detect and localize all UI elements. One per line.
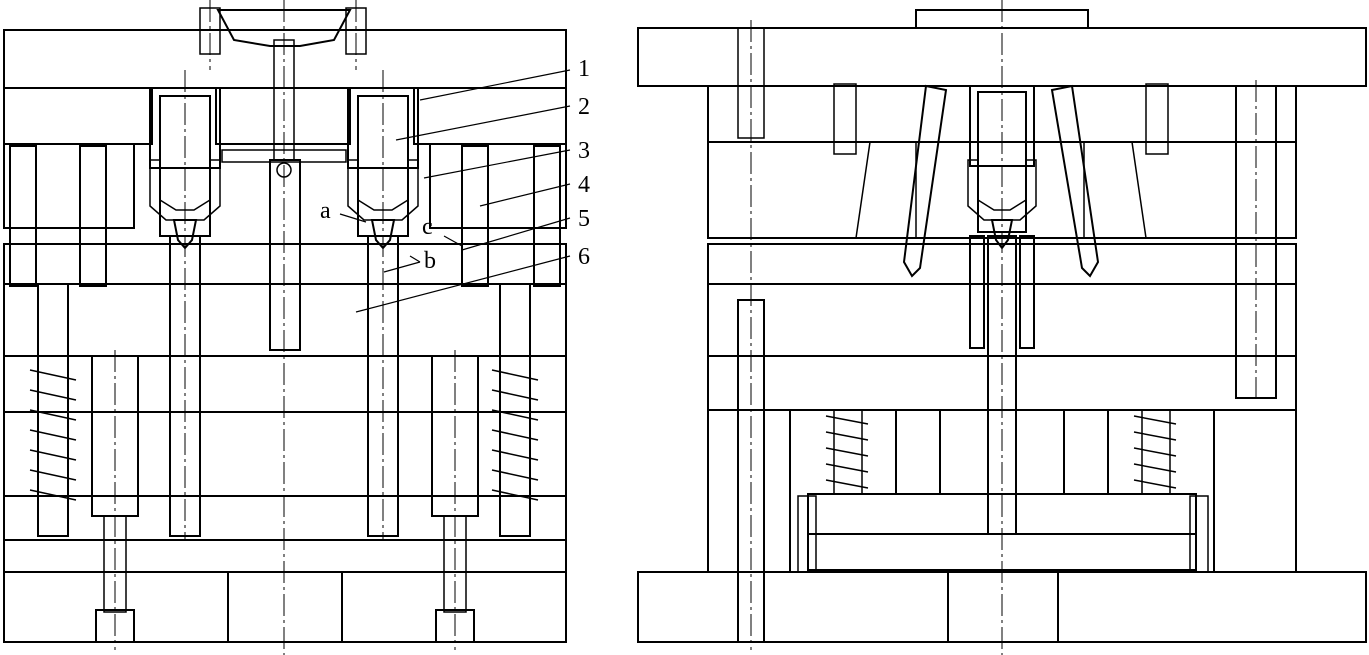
left-spring-2 (491, 369, 539, 501)
left-top-clamp-plate (3, 29, 567, 89)
left-guide-pin-2 (79, 145, 107, 287)
leader-b-2 (409, 255, 421, 263)
right-slide-gap-right (1083, 141, 1147, 239)
left-bottom-clamp-plate-right (341, 571, 567, 643)
left-frame-lower (3, 495, 567, 541)
left-cavity-plate-left (3, 87, 153, 145)
label-5: 5 (578, 206, 590, 232)
left-guide-pin-4 (533, 145, 561, 287)
leader-4 (479, 183, 571, 207)
right-spring-1 (825, 415, 869, 489)
left-bottom-opening (227, 571, 343, 643)
leader-2 (395, 105, 571, 141)
left-sprue-bushing-head (216, 9, 352, 47)
right-bottom-clamp-plate-left (637, 571, 949, 643)
left-molded-part-2 (347, 159, 419, 221)
label-3: 3 (578, 138, 590, 164)
label-4: 4 (578, 172, 590, 198)
right-bottom-clamp-plate-right (1057, 571, 1367, 643)
leader-6 (355, 255, 571, 313)
left-return-pin (269, 159, 301, 351)
left-molded-part-1 (149, 159, 221, 221)
left-guide-pin-3 (461, 145, 489, 287)
label-a: a (320, 198, 331, 224)
right-slide-gap-left (855, 141, 917, 239)
leader-1 (419, 69, 571, 101)
left-ejector-plate (3, 539, 567, 573)
right-bottom-screw-1 (797, 495, 817, 573)
right-bottom-opening (947, 571, 1059, 643)
left-support-plate (3, 283, 567, 357)
right-slide-block-plate (707, 141, 1297, 239)
right-angle-pin-left (902, 84, 948, 278)
left-sectional-view (3, 0, 567, 655)
label-6: 6 (578, 244, 590, 270)
right-spring-rod-1 (833, 409, 863, 495)
right-sleeve-left (969, 235, 985, 349)
left-core-plate (3, 243, 567, 285)
left-guide-pin-1 (9, 145, 37, 287)
label-1: 1 (578, 56, 590, 82)
right-spacer-left (707, 409, 791, 573)
right-bottom-screw-2 (1189, 495, 1209, 573)
leader-b-1 (383, 261, 421, 273)
leader-a (339, 213, 367, 223)
right-screw-2 (833, 83, 857, 155)
left-spring-1 (29, 369, 77, 501)
label-b: b (424, 248, 436, 274)
left-block-b (429, 143, 567, 229)
right-screw-3 (1145, 83, 1169, 155)
right-angle-pin-right (1050, 84, 1100, 278)
leader-3 (423, 149, 571, 179)
left-cavity-plate-center (215, 87, 351, 145)
right-spacer-right (1213, 409, 1297, 573)
left-spring-bolt-2 (499, 283, 531, 537)
right-support-pillar-1 (895, 409, 941, 495)
left-block-a (3, 143, 135, 229)
right-sleeve-right (1019, 235, 1035, 349)
label-c: c (422, 214, 433, 240)
right-sectional-view (637, 0, 1367, 655)
label-2: 2 (578, 94, 590, 120)
left-spring-bolt-1 (37, 283, 69, 537)
right-spring-rod-2 (1141, 409, 1171, 495)
left-bottom-clamp-plate-left (3, 571, 229, 643)
callouts: 1 2 3 4 5 6 a b c (320, 56, 590, 313)
leader-5 (461, 217, 571, 251)
right-molded-part (967, 159, 1037, 221)
right-spring-2 (1133, 415, 1177, 489)
left-frame-gap (3, 411, 567, 497)
leader-c (443, 235, 463, 247)
left-frame-upper (3, 355, 567, 413)
right-support-pillar-2 (1063, 409, 1109, 495)
